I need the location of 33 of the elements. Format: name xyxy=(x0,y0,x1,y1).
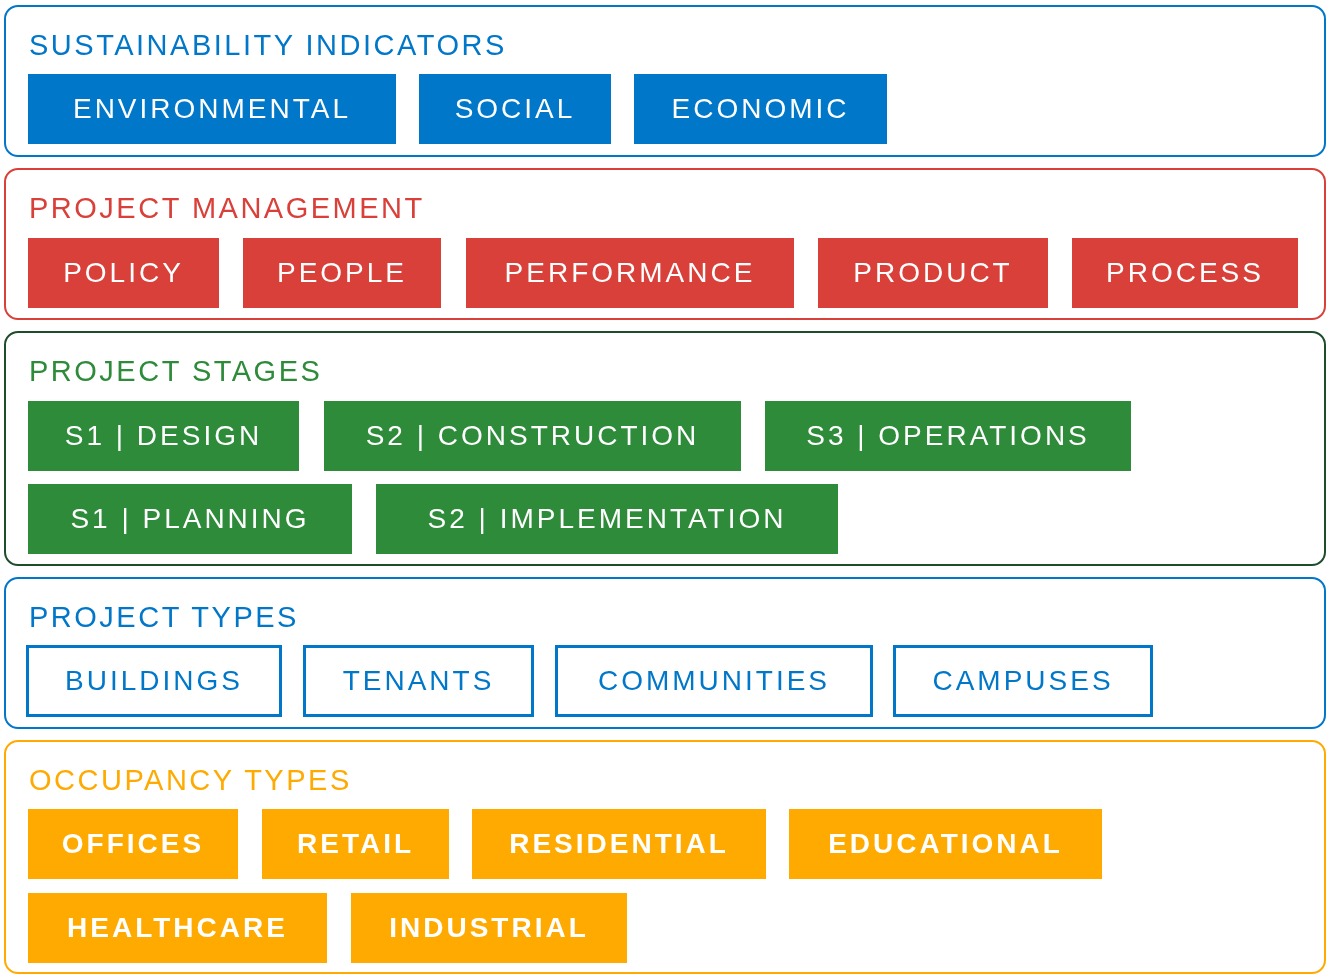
category-tag: HEALTHCARE xyxy=(28,893,327,963)
category-tag: S1 | PLANNING xyxy=(28,484,352,554)
category-tag: OFFICES xyxy=(28,809,238,879)
category-panel xyxy=(4,168,1326,320)
category-panel xyxy=(4,5,1326,157)
panel-heading: OCCUPANCY TYPES xyxy=(29,764,352,797)
category-panel xyxy=(4,331,1326,566)
category-tag: ENVIRONMENTAL xyxy=(28,74,396,144)
category-tag: PEOPLE xyxy=(243,238,441,308)
category-tag: POLICY xyxy=(28,238,219,308)
category-tag: PRODUCT xyxy=(818,238,1048,308)
category-panel xyxy=(4,577,1326,729)
category-tag: S2 | CONSTRUCTION xyxy=(324,401,741,471)
panel-heading: SUSTAINABILITY INDICATORS xyxy=(29,29,507,62)
category-tag: COMMUNITIES xyxy=(555,645,873,717)
category-tag: PROCESS xyxy=(1072,238,1298,308)
category-tag: TENANTS xyxy=(303,645,534,717)
category-panel xyxy=(4,740,1326,974)
category-tag: BUILDINGS xyxy=(26,645,282,717)
panel-heading: PROJECT STAGES xyxy=(29,355,323,388)
panel-heading: PROJECT MANAGEMENT xyxy=(29,192,425,225)
category-tag: RETAIL xyxy=(262,809,449,879)
category-tag: EDUCATIONAL xyxy=(789,809,1102,879)
category-tag: SOCIAL xyxy=(419,74,611,144)
category-tag: PERFORMANCE xyxy=(466,238,794,308)
category-tag: S3 | OPERATIONS xyxy=(765,401,1131,471)
category-tag: CAMPUSES xyxy=(893,645,1153,717)
category-tag: RESIDENTIAL xyxy=(472,809,766,879)
panel-heading: PROJECT TYPES xyxy=(29,601,299,634)
category-tag: S1 | DESIGN xyxy=(28,401,299,471)
category-tag: INDUSTRIAL xyxy=(351,893,627,963)
category-tag: ECONOMIC xyxy=(634,74,887,144)
category-tag: S2 | IMPLEMENTATION xyxy=(376,484,838,554)
